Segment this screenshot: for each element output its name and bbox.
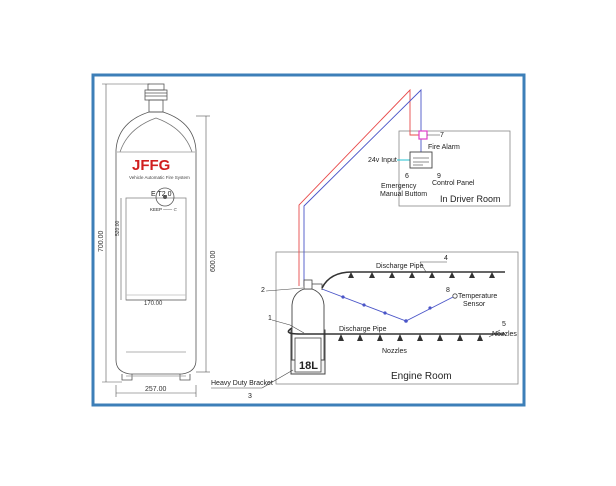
valve-mid [144,89,168,101]
fire-alarm-device [418,130,428,140]
dim-inner-height: 520.00 [115,220,121,236]
discharge-pipe-top [321,271,505,289]
cylinder-size-label: 18L [299,360,318,372]
nozzles-bottom [338,334,483,341]
gauge-sublabel: KEEP —— ⊂ [150,207,177,212]
gauge-label: E T2.0 [151,191,172,198]
engine-room-box [275,251,519,385]
control-panel-label: Control Panel [432,180,475,187]
driver-room-label: In Driver Room [440,194,501,204]
dim-total-height: 700.00 [98,230,105,252]
discharge-pipe-bottom-label: Discharge Pipe [339,326,387,333]
callout-4: 4 [444,255,448,262]
callout-5: 5 [502,321,506,328]
callout-6: 6 [405,173,409,180]
dim-inner-width: 170.00 [144,301,163,307]
brand-tagline: Vehicle Automatic Fire System [129,175,190,180]
discharge-pipe-bottom [287,327,505,335]
blue-sensor-wire [321,288,456,322]
dim-base-width: 257.00 [145,386,167,393]
bracket-label: Heavy Duty Bracket [211,380,273,387]
callout-1: 1 [268,315,272,322]
outer-frame [91,73,526,407]
temp-sensor-label-2: Sensor [463,301,486,308]
emergency-label-2: Manual Buttom [380,191,427,198]
sensor-wire-dots [341,295,432,323]
dimension-lines [102,83,210,397]
cylinder-body [115,111,197,375]
cylinder-drawing [115,83,197,381]
driver-room-box [398,130,511,207]
input-24v-label: 24v Input [368,157,397,164]
nozzles-top [348,272,495,278]
red-wire [298,88,420,286]
valve-neck [148,99,164,113]
brand-logo: JFFG [132,157,170,174]
callout-7: 7 [440,132,444,139]
fire-alarm-label: Fire Alarm [428,144,460,151]
dim-body-height: 600.00 [210,250,217,272]
nozzles-bottom-label: Nozzles [382,348,407,355]
control-panel-device [409,151,433,169]
valve-top [147,83,165,91]
nozzles-right-label: Nozzles [492,331,517,338]
inner-panel [125,197,187,301]
callout-9: 9 [437,173,441,180]
temperature-sensor-icon [452,293,458,299]
temp-sensor-label-1: Temperature [458,293,497,300]
pressure-gauge-icon [155,187,175,207]
discharge-pipe-top-label: Discharge Pipe [376,263,424,270]
callout-2: 2 [261,287,265,294]
emergency-label-1: Emergency [381,183,417,190]
callout-8: 8 [446,287,450,294]
callout-3: 3 [248,393,252,400]
engine-room-label: Engine Room [391,371,452,382]
